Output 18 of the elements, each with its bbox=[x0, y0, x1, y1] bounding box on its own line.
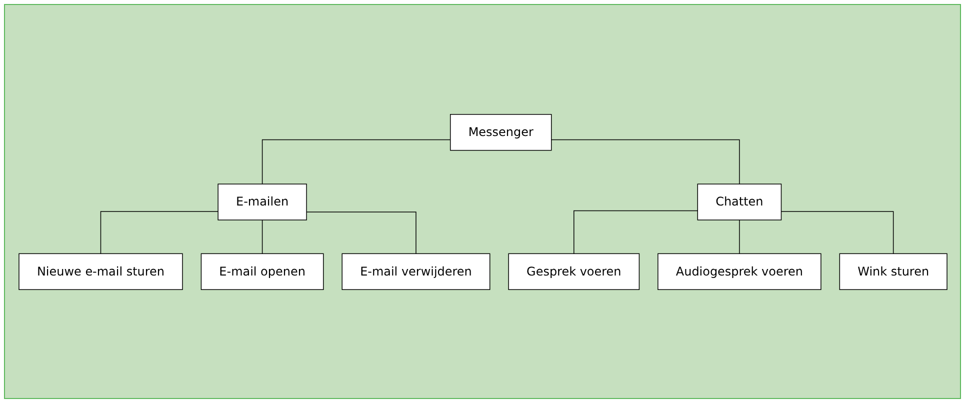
connector bbox=[306, 211, 416, 254]
connector bbox=[100, 210, 218, 254]
node-box bbox=[508, 252, 640, 290]
node-box bbox=[838, 252, 947, 290]
connector bbox=[550, 138, 740, 184]
diagram-background: Messenger E-mailen Chatten Nieuwe e-mail sturen E-mail openen E-mail verwijderen Gesprek voeren Audiogesprek voeren Wink sturen bbox=[4, 4, 961, 399]
node-box bbox=[341, 252, 490, 290]
node-box bbox=[200, 252, 324, 290]
connector bbox=[780, 210, 894, 254]
node-box bbox=[696, 183, 782, 220]
node-box bbox=[18, 252, 182, 290]
connector bbox=[261, 138, 450, 184]
connector bbox=[573, 210, 698, 254]
node-box bbox=[217, 183, 306, 220]
connector bbox=[738, 219, 740, 254]
connector bbox=[261, 219, 262, 254]
node-box bbox=[657, 252, 821, 290]
node-box bbox=[450, 114, 552, 150]
